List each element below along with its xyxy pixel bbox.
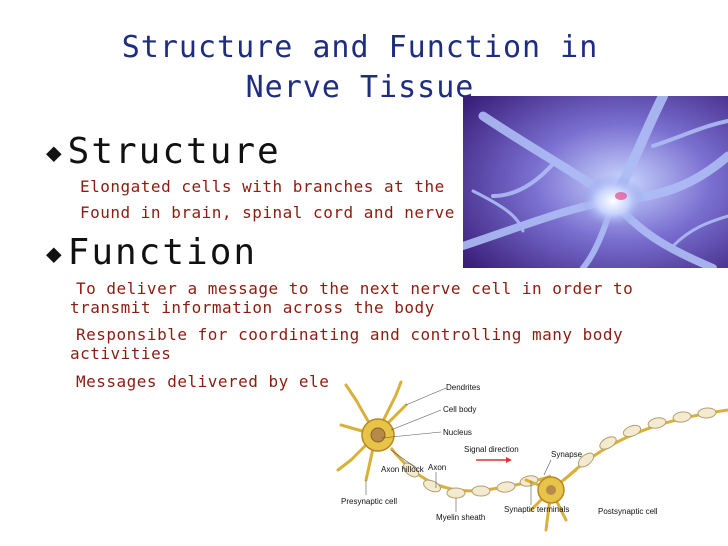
bullet-marker-icon: ◆ [46,138,64,168]
neuron-photo [463,96,728,268]
function-point-2a: Responsible for coordinating and control… [76,325,624,344]
label-synaptic-terminals: Synaptic terminals [504,505,569,514]
label-nucleus: Nucleus [443,428,472,437]
bullet-function: ◆Function [46,233,257,274]
structure-point-1: Elongated cells with branches at the [80,177,445,196]
title-line-2: Nerve Tissue [245,70,475,105]
bullet-marker-icon: ◆ [46,239,64,269]
function-point-3: Messages delivered by ele [76,372,330,391]
label-postsynaptic: Postsynaptic cell [598,507,658,516]
function-heading: Function [67,232,258,273]
label-myelin: Myelin sheath [436,513,485,522]
label-axon: Axon [428,463,446,472]
neuron-diagram: Dendrites Cell body Nucleus Axon hillock… [336,380,728,546]
label-synapse: Synapse [551,450,583,459]
label-signal-direction: Signal direction [464,445,519,454]
structure-heading: Structure [67,131,281,172]
label-axon-hillock: Axon hillock [381,465,425,474]
label-cell-body: Cell body [443,405,476,414]
function-point-2b: activities [70,344,172,363]
structure-point-2: Found in brain, spinal cord and nerve [80,203,455,222]
function-point-1a: To deliver a message to the next nerve c… [76,279,634,298]
label-presynaptic: Presynaptic cell [341,497,397,506]
label-dendrites: Dendrites [446,383,480,392]
slide-title: Structure and Function in Nerve Tissue [60,28,660,108]
title-line-1: Structure and Function in [121,30,599,65]
bullet-structure: ◆Structure [46,132,281,173]
function-point-1b: transmit information across the body [70,298,435,317]
